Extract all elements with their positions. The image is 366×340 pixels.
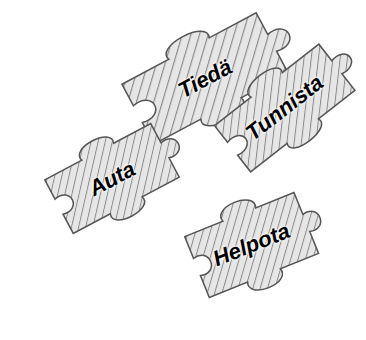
puzzle-shape (180, 175, 337, 310)
puzzle-shape (208, 25, 366, 181)
puzzle-shape (39, 105, 198, 243)
puzzle-piece: Helpota (166, 175, 337, 315)
